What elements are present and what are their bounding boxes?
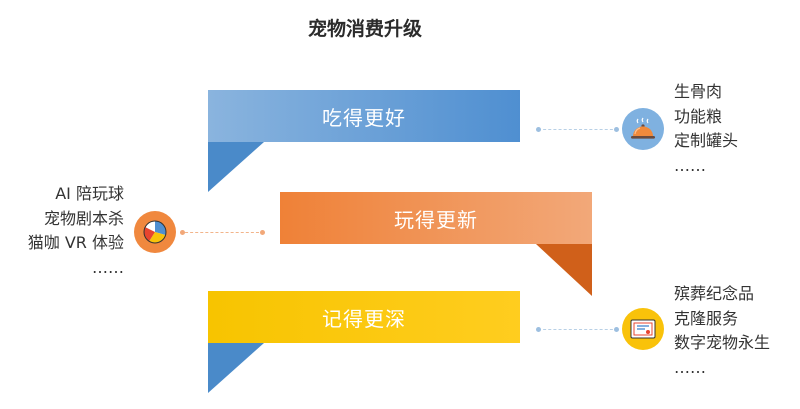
ball-icon: [134, 211, 176, 253]
diagram-title: 宠物消费升级: [307, 18, 422, 40]
list-item: AI 陪玩球: [55, 184, 124, 203]
list-remember-deeper: 殡葬纪念品 克隆服务 数字宠物永生 ……: [674, 282, 770, 380]
band-label-3: 记得更深: [322, 306, 406, 331]
list-item: 定制罐头: [674, 131, 739, 150]
ribbon-band-play-newer: 玩得更新: [280, 192, 592, 244]
connector-dot: [180, 230, 185, 235]
list-item: 数字宠物永生: [674, 333, 771, 352]
list-item: 猫咖 VR 体验: [27, 233, 124, 252]
ribbon-fold-2: [536, 244, 592, 296]
connector-dot: [536, 127, 541, 132]
ribbon-band-remember-deeper: 记得更深: [208, 291, 520, 343]
list-item: ……: [674, 155, 706, 175]
list-item: 生骨肉: [674, 82, 723, 101]
list-item: ……: [92, 257, 124, 277]
list-item: ……: [674, 357, 706, 377]
list-item: 宠物剧本杀: [43, 208, 124, 228]
ribbon-band-eat-better: 吃得更好: [208, 90, 520, 142]
list-eat-better: 生骨肉 功能粮 定制罐头 ……: [674, 80, 738, 178]
band-label-1: 吃得更好: [322, 105, 406, 130]
connector-line-1: [538, 129, 618, 130]
certificate-icon: [622, 308, 664, 350]
connector-dot: [536, 327, 541, 332]
list-item: 克隆服务: [674, 308, 739, 328]
food-cloche-icon: [622, 108, 664, 150]
connector-dot: [260, 230, 265, 235]
connector-line-2: [180, 232, 264, 233]
list-item: 功能粮: [674, 106, 723, 126]
connector-dot: [614, 327, 619, 332]
connector-dot: [614, 127, 619, 132]
ribbon-fold-1: [208, 142, 264, 192]
list-play-newer: AI 陪玩球 宠物剧本杀 猫咖 VR 体验 ……: [28, 182, 124, 280]
list-item: 殡葬纪念品: [674, 284, 755, 303]
ribbon-fold-3: [208, 343, 264, 393]
band-label-2: 玩得更新: [394, 207, 478, 232]
connector-line-3: [538, 329, 618, 330]
